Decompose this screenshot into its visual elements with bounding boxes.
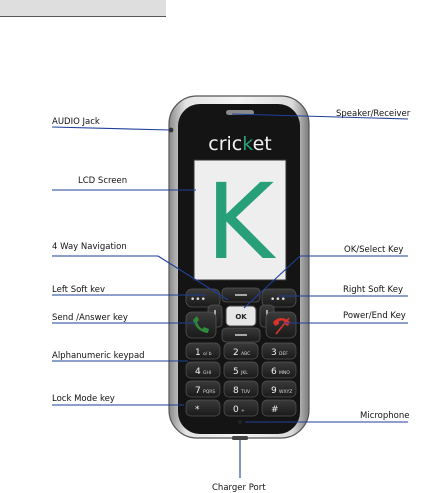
label-audio-jack: AUDIO Jack [52, 117, 100, 127]
keypad-key-face [186, 400, 220, 416]
label-left-soft-key: Left Soft kev [52, 285, 105, 295]
send-answer-key[interactable] [186, 312, 216, 338]
left-soft-key-dots: ••• [190, 295, 206, 305]
keypad-key-number: 5 [233, 367, 239, 377]
keypad-key-letters: o/ b [203, 351, 212, 357]
keypad-key-number: 2 [233, 348, 239, 358]
keypad-key-number: * [195, 405, 200, 415]
keypad-key-letters: ABC [241, 351, 250, 357]
keypad-key-number: 3 [271, 348, 277, 358]
charger-port [232, 436, 248, 440]
keypad-key-letters: GHI [203, 370, 211, 376]
screen-logo-letter: K [206, 161, 277, 283]
label-microphone: Microphone [360, 411, 409, 421]
label-four-way-nav: 4 Way Navigation [52, 242, 127, 252]
keypad-key-number: 7 [195, 386, 201, 396]
label-alphanumeric-keypad: Alphanumeric keypad [52, 351, 145, 361]
label-ok-select-key: OK/Select Key [344, 245, 403, 255]
keypad-key-number: 8 [233, 386, 239, 396]
label-power-end-key: Power/End Key [343, 311, 406, 321]
keypad-key-number: 1 [195, 348, 201, 358]
keypad-key-number: 4 [195, 367, 201, 377]
keypad-key-number: 0 [233, 405, 239, 415]
keypad-key-letters: MNO [279, 370, 290, 376]
label-charger-port: Charger Port [212, 483, 266, 493]
keypad-key-number: 9 [271, 386, 277, 396]
label-right-soft-key: Right Soft Key [343, 285, 403, 295]
label-speaker-receiver: Speaker/Receiver [336, 109, 411, 119]
keypad-key-letters: + [241, 408, 245, 414]
label-lock-mode-key: Lock Mode key [52, 394, 115, 404]
keypad-key-number: 6 [271, 367, 277, 377]
label-send-answer-key: Send /Answer key [52, 313, 128, 323]
keypad-key[interactable]: # [262, 400, 296, 416]
keypad-key-number: # [271, 405, 279, 415]
keypad-key-letters: DEF [279, 351, 288, 357]
microphone-hole [238, 420, 242, 424]
label-lcd-screen: LCD Screen [78, 176, 127, 186]
keypad-key-face [262, 400, 296, 416]
brand-logo: cricket [208, 133, 271, 155]
keypad-key[interactable]: 0+ [224, 400, 258, 416]
keypad-key-letters: WXYZ [279, 389, 292, 395]
power-end-key[interactable] [266, 312, 296, 338]
keypad-key[interactable]: * [186, 400, 220, 416]
keypad-key-letters: JKL [240, 370, 248, 376]
keypad-key-letters: TUV [240, 389, 251, 395]
keypad-key-letters: PQRS [203, 389, 215, 395]
ok-key-label: OK [235, 313, 247, 321]
leader-audio-jack [52, 127, 170, 130]
